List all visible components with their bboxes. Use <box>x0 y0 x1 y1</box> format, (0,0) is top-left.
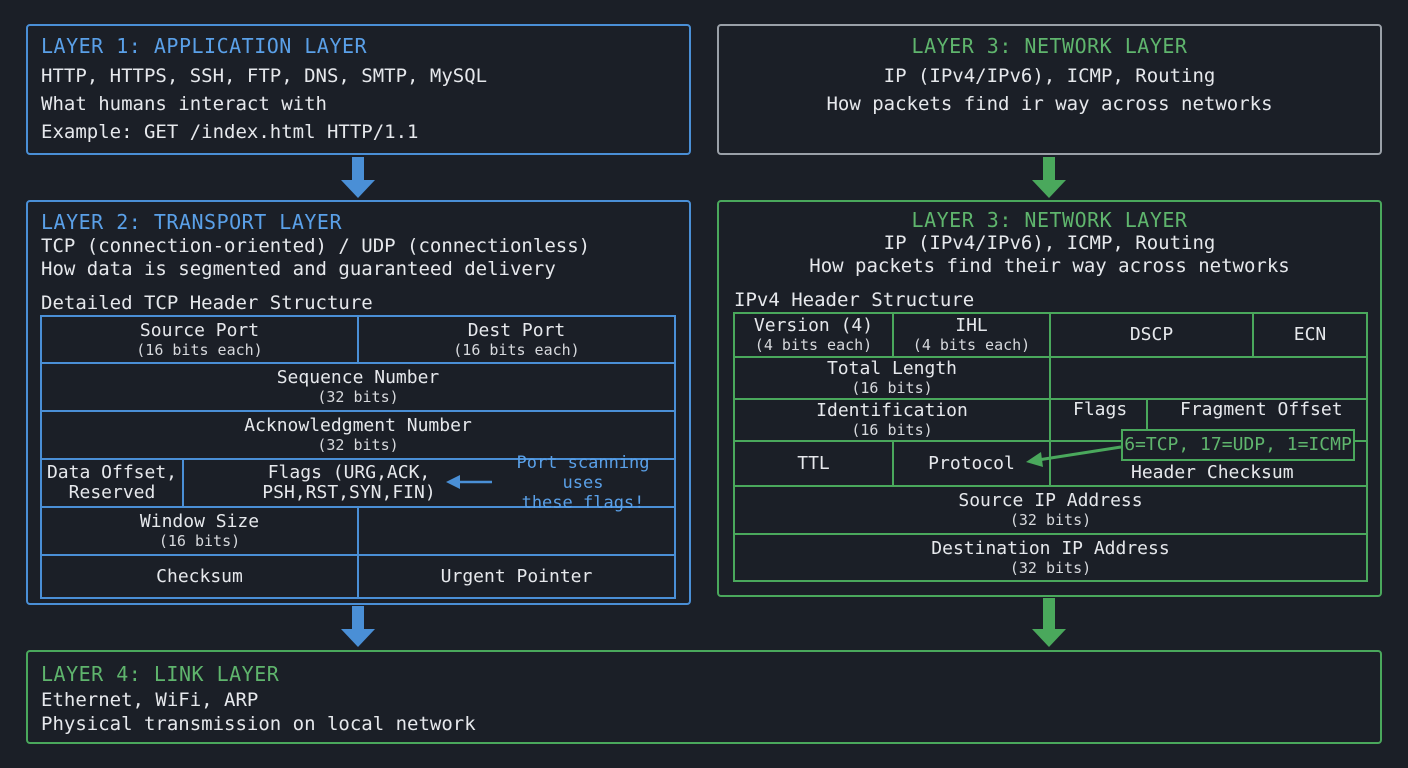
ipv4-source-ip-bits: (32 bits) <box>1009 511 1092 529</box>
application-example: Example: GET /index.html HTTP/1.1 <box>41 121 419 143</box>
tcp-flags-cell: Flags (URG,ACK, PSH,RST,SYN,FIN) <box>234 460 464 506</box>
tcp-ack-cell: Acknowledgment Number (32 bits) <box>42 412 674 458</box>
ipv4-header-table: Version (4) (4 bits each) IHL (4 bits ea… <box>733 312 1368 582</box>
transport-protocols: TCP (connection-oriented) / UDP (connect… <box>41 235 591 257</box>
ipv4-total-length-bits: (16 bits) <box>851 379 933 397</box>
arrow-transport-to-link <box>352 606 364 630</box>
tcp-sequence-cell: Sequence Number (32 bits) <box>42 364 674 410</box>
network-layer-top-title: LAYER 3: NETWORK LAYER <box>911 34 1188 58</box>
ipv4-header-checksum-label: Header Checksum <box>1131 462 1294 483</box>
ipv4-destination-ip-label: Destination IP Address <box>931 537 1170 559</box>
link-layer-description: Physical transmission on local network <box>41 713 476 735</box>
tcp-checksum-label: Checksum <box>156 565 243 587</box>
tcp-data-offset-label: Data Offset, <box>46 462 178 483</box>
ipv4-destination-ip-bits: (32 bits) <box>1009 558 1092 577</box>
tcp-header-title: Detailed TCP Header Structure <box>41 292 373 314</box>
ipv4-ihl-bits: (4 bits each) <box>912 336 1031 354</box>
tcp-flags-list: PSH,RST,SYN,FIN) <box>262 482 436 503</box>
ipv4-ecn-label: ECN <box>1293 324 1327 345</box>
transport-layer-title: LAYER 2: TRANSPORT LAYER <box>41 210 342 234</box>
tcp-sequence-label: Sequence Number <box>276 367 440 388</box>
tcp-dest-port-label: Dest Port <box>467 319 566 341</box>
ipv4-source-ip-cell: Source IP Address (32 bits) <box>735 487 1366 533</box>
ipv4-fragment-offset-label: Fragment Offset <box>1180 399 1343 420</box>
tcp-flags-note-line1: Port scanning uses <box>516 453 650 493</box>
arrow-application-to-transport <box>352 157 364 181</box>
tcp-urgent-label: Urgent Pointer <box>440 565 593 587</box>
tcp-urgent-cell: Urgent Pointer <box>359 556 674 597</box>
ipv4-version-bits: (4 bits each) <box>754 336 873 354</box>
tcp-flags-note-line2: these flags! <box>521 493 645 513</box>
ipv4-protocol-cell: Protocol <box>894 442 1049 485</box>
network-layer-box: LAYER 3: NETWORK LAYER IP (IPv4/IPv6), I… <box>717 200 1382 597</box>
network-layer-top-protocols: IP (IPv4/IPv6), ICMP, Routing <box>883 65 1216 87</box>
link-layer-protocols: Ethernet, WiFi, ARP <box>41 689 259 711</box>
network-layer-top-description: How packets find ir way across networks <box>826 93 1273 115</box>
tcp-header-table: Source Port (16 bits each) Dest Port (16… <box>40 315 676 599</box>
ipv4-ttl-cell: TTL <box>735 442 892 485</box>
ipv4-version-label: Version (4) <box>753 315 874 336</box>
ipv4-header-title: IPv4 Header Structure <box>734 289 975 311</box>
ipv4-identification-label: Identification <box>816 400 968 421</box>
ipv4-protocol-label: Protocol <box>928 452 1015 474</box>
ipv4-identification-cell: Identification (16 bits) <box>735 400 1049 440</box>
arrow-network-to-link <box>1043 598 1055 630</box>
ipv4-flags-label: Flags <box>1073 399 1128 420</box>
tcp-flags-label: Flags (URG,ACK, <box>267 462 431 483</box>
network-layer-protocols: IP (IPv4/IPv6), ICMP, Routing <box>883 232 1216 254</box>
network-layer-description: How packets find their way across networ… <box>809 255 1290 277</box>
application-layer-title: LAYER 1: APPLICATION LAYER <box>41 34 368 58</box>
ipv4-ttl-label: TTL <box>797 452 830 474</box>
tcp-checksum-cell: Checksum <box>42 556 357 597</box>
ipv4-ihl-cell: IHL (4 bits each) <box>894 314 1049 356</box>
application-layer-box: LAYER 1: APPLICATION LAYER HTTP, HTTPS, … <box>26 24 691 155</box>
tcp-window-label: Window Size <box>139 511 260 532</box>
tcp-dest-port-cell: Dest Port (16 bits each) <box>359 317 674 362</box>
tcp-window-bits: (16 bits) <box>158 532 241 550</box>
tcp-reserved-label: Reserved <box>68 482 156 503</box>
tcp-dest-port-bits: (16 bits each) <box>453 340 580 359</box>
ipv4-total-length-cell: Total Length (16 bits) <box>735 358 1049 398</box>
ipv4-identification-bits: (16 bits) <box>851 421 933 439</box>
transport-description: How data is segmented and guaranteed del… <box>41 258 556 280</box>
application-description: What humans interact with <box>41 93 327 115</box>
tcp-data-offset-cell: Data Offset, Reserved <box>42 460 182 506</box>
tcp-source-port-bits: (16 bits each) <box>136 340 263 359</box>
network-layer-top-box: LAYER 3: NETWORK LAYER IP (IPv4/IPv6), I… <box>717 24 1382 155</box>
tcp-sequence-bits: (32 bits) <box>317 388 399 406</box>
tcp-window-cell: Window Size (16 bits) <box>42 508 357 554</box>
link-layer-title: LAYER 4: LINK LAYER <box>41 662 280 686</box>
application-protocols: HTTP, HTTPS, SSH, FTP, DNS, SMTP, MySQL <box>41 65 488 87</box>
network-layer-title: LAYER 3: NETWORK LAYER <box>911 208 1188 232</box>
transport-layer-box: LAYER 2: TRANSPORT LAYER TCP (connection… <box>26 200 691 605</box>
protocol-values-note: 6=TCP, 17=UDP, 1=ICMP <box>1121 429 1355 461</box>
tcp-ack-label: Acknowledgment Number <box>244 415 472 436</box>
arrow-network-top-to-network <box>1043 157 1055 181</box>
ipv4-destination-ip-cell: Destination IP Address (32 bits) <box>735 535 1366 580</box>
ipv4-total-length-label: Total Length <box>826 358 958 379</box>
tcp-flags-note: Port scanning uses these flags! <box>492 453 674 513</box>
tcp-source-port-cell: Source Port (16 bits each) <box>42 317 357 362</box>
tcp-source-port-label: Source Port <box>139 319 260 341</box>
ipv4-dscp-cell: DSCP <box>1051 314 1252 356</box>
protocol-values-text: 6=TCP, 17=UDP, 1=ICMP <box>1124 434 1352 455</box>
ipv4-ihl-label: IHL <box>955 315 988 336</box>
link-layer-box: LAYER 4: LINK LAYER Ethernet, WiFi, ARP … <box>26 650 1382 744</box>
ipv4-source-ip-label: Source IP Address <box>958 490 1143 511</box>
ipv4-dscp-label: DSCP <box>1129 324 1174 345</box>
protocol-note-arrow <box>1037 445 1122 462</box>
ipv4-ecn-cell: ECN <box>1254 314 1366 356</box>
tcp-ack-bits: (32 bits) <box>317 436 399 454</box>
ipv4-version-cell: Version (4) (4 bits each) <box>735 314 892 356</box>
